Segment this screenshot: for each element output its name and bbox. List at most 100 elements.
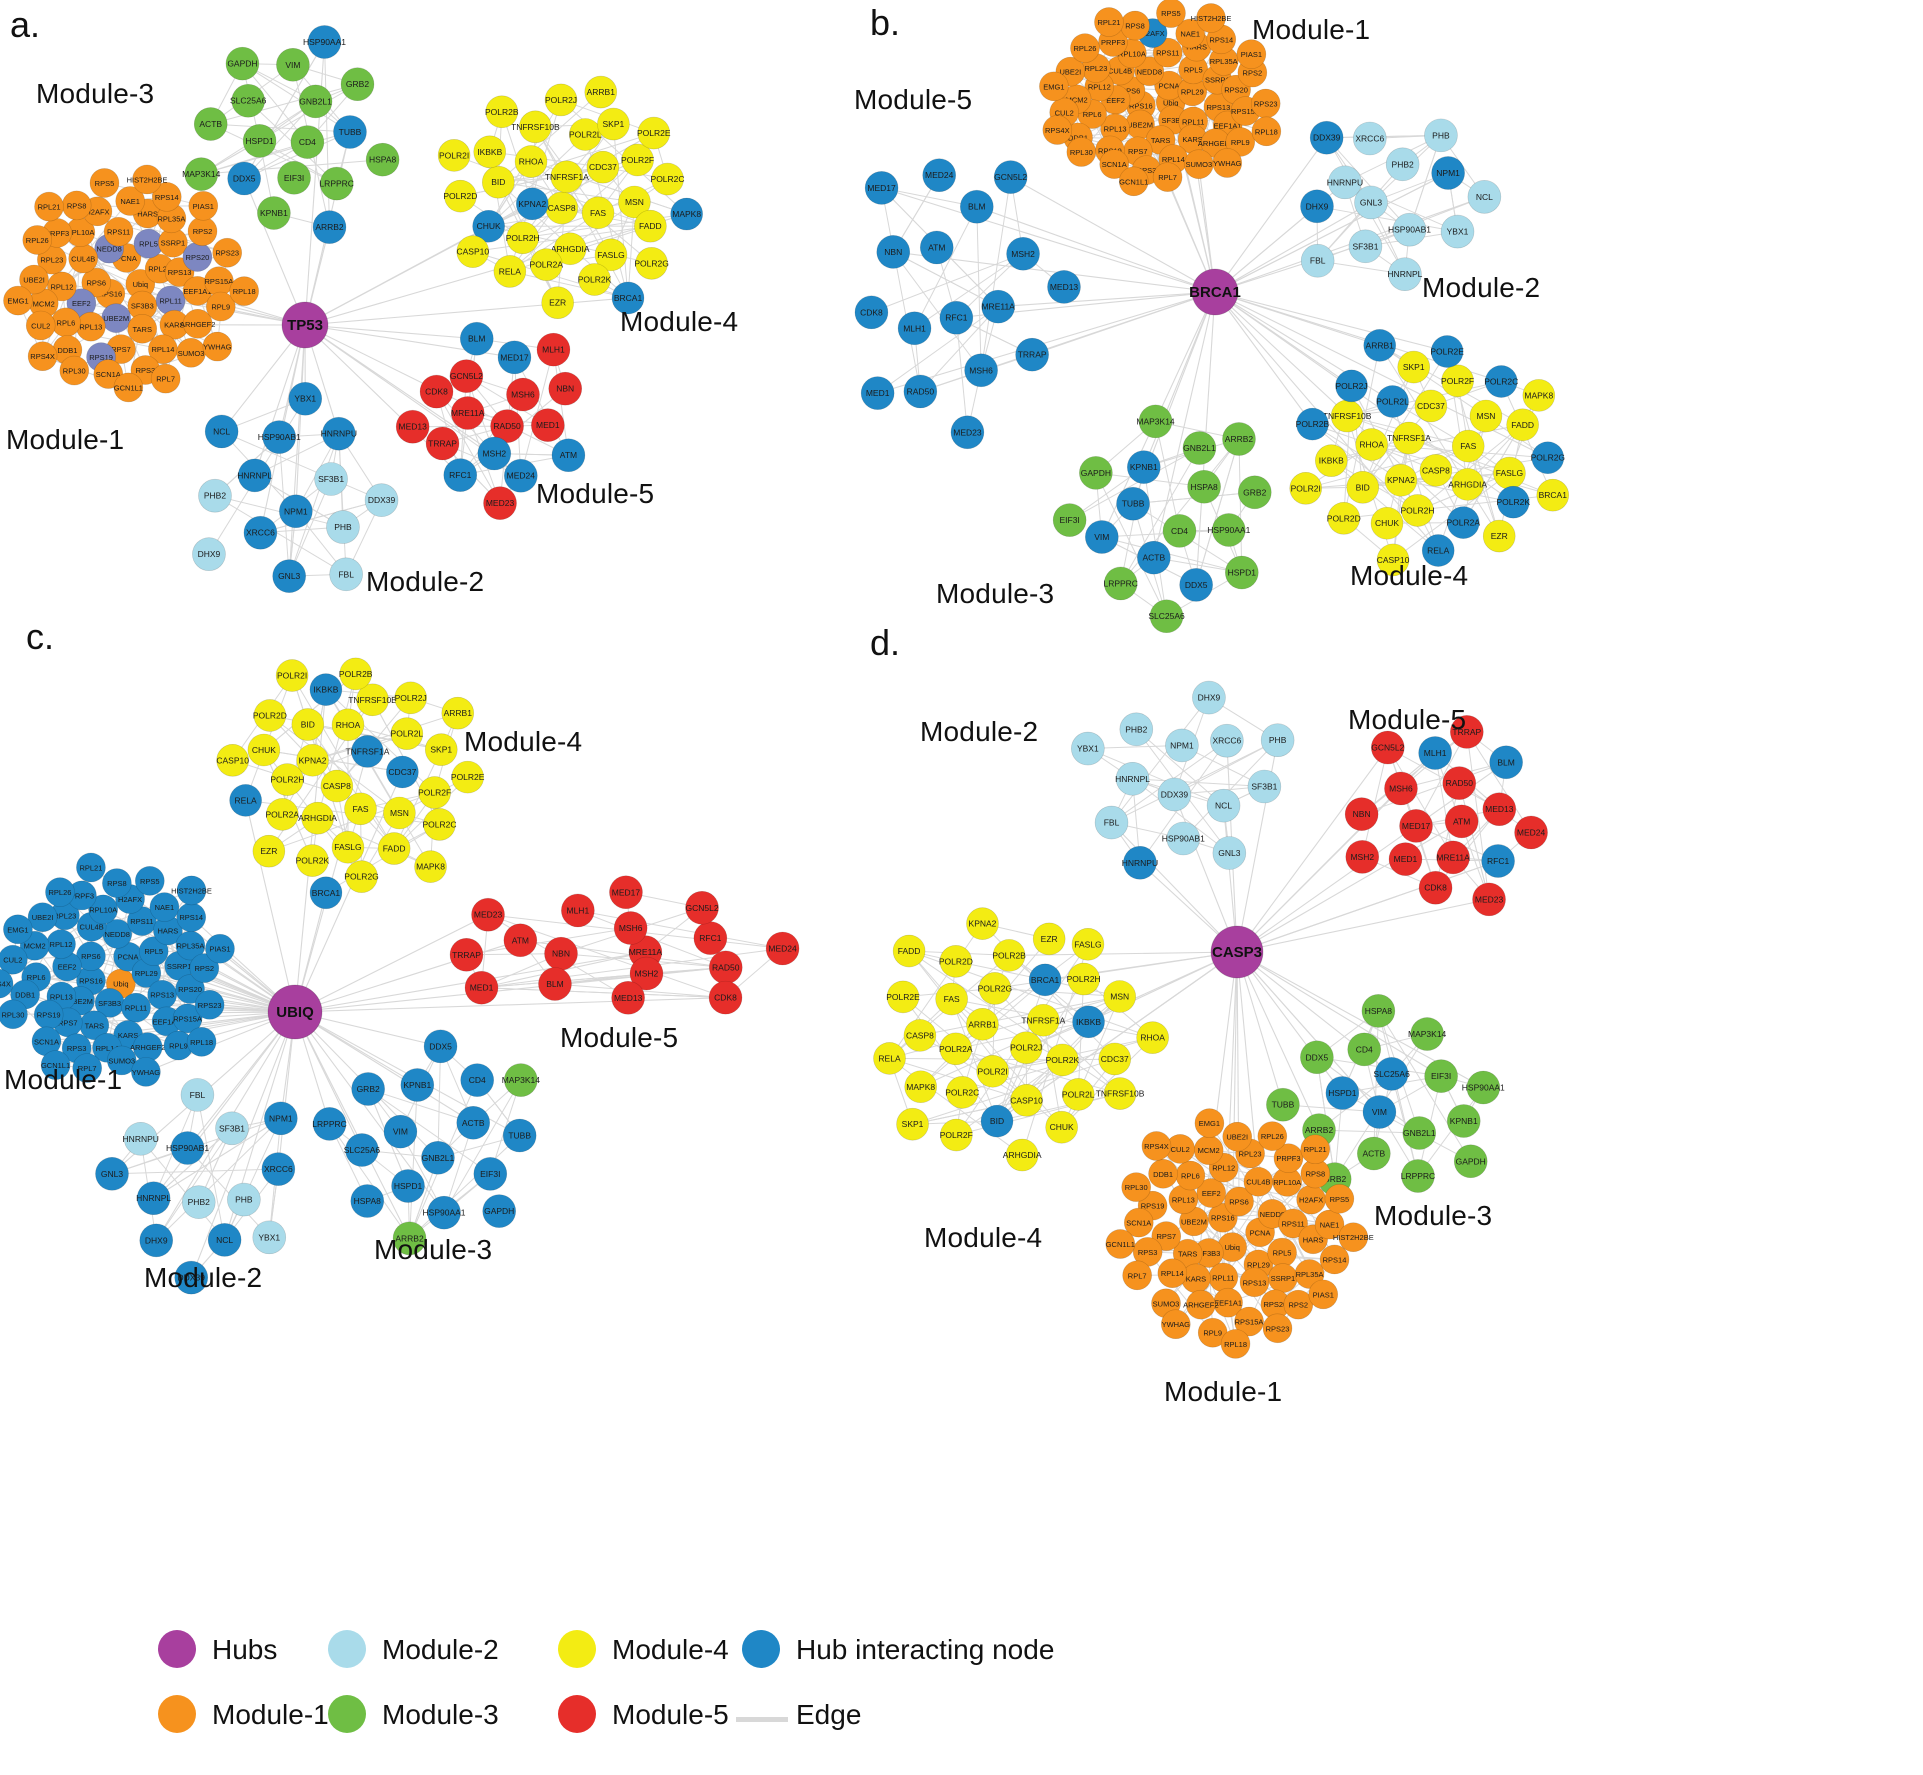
gene-node: [1149, 599, 1184, 634]
gene-node: [103, 216, 134, 247]
edge: [367, 1088, 491, 1175]
hub-edge: [187, 1011, 296, 1149]
gene-node-label: POLR2F: [418, 788, 451, 798]
gene-node: [1484, 365, 1518, 398]
gene-node: [19, 264, 49, 295]
edge: [955, 1048, 1121, 1095]
gene-node-label: NAE1: [120, 197, 140, 206]
legend-edge-swatch: [736, 1717, 788, 1722]
gene-node: [584, 75, 618, 109]
gene-node-label: POLR2I: [1291, 483, 1321, 493]
gene-node: [530, 248, 563, 281]
gene-node: [312, 1107, 347, 1141]
gene-node-label: VIM: [393, 1127, 408, 1137]
gene-node-label: RPL26: [1074, 44, 1097, 53]
gene-node-label: POLR2C: [945, 1087, 979, 1097]
gene-node: [3, 914, 33, 945]
gene-node: [981, 289, 1015, 324]
gene-node-label: SLC25A6: [1148, 611, 1185, 621]
edge: [288, 478, 332, 577]
gene-node-label: MSN: [625, 197, 644, 207]
gene-node: [1105, 1229, 1136, 1259]
edge: [1316, 1056, 1420, 1134]
gene-node-label: KARS: [1182, 135, 1202, 144]
gene-node: [172, 1003, 203, 1034]
gene-node-label: RPS11: [130, 917, 153, 926]
gene-node: [1397, 350, 1431, 384]
edge: [329, 1123, 410, 1239]
gene-node-label: SKP1: [430, 745, 452, 755]
edge: [1435, 808, 1500, 889]
hub-edge: [304, 324, 477, 340]
gene-node-label: RPS3: [136, 366, 156, 375]
gene-node: [1335, 369, 1368, 403]
hub-edge: [877, 291, 1216, 394]
gene-node-label: GCN5L2: [994, 172, 1027, 182]
hub-edge: [1214, 291, 1352, 387]
gene-node: [1061, 1078, 1095, 1111]
gene-node-label: NBN: [556, 384, 574, 394]
gene-node: [503, 923, 538, 958]
gene-node: [264, 1101, 298, 1136]
gene-node: [331, 830, 365, 864]
gene-node-label: GNB2L1: [1403, 1128, 1436, 1138]
gene-node-label: CUL2: [1055, 108, 1074, 117]
edge: [269, 715, 400, 814]
gene-node-label: SF3B3: [1197, 1249, 1220, 1258]
gene-node: [277, 161, 311, 195]
gene-node: [460, 1063, 495, 1097]
module-label-c-5: Module-5: [560, 1022, 679, 1053]
gene-node-label: RPS4X: [0, 980, 11, 989]
gene-node-label: MSH6: [1389, 783, 1413, 793]
gene-node: [456, 235, 490, 268]
gene-node-label: RPS16: [98, 290, 122, 299]
legend-module2-swatch: [328, 1630, 366, 1668]
gene-node: [1362, 1095, 1397, 1129]
gene-node-label: GNL3: [1360, 197, 1382, 207]
gene-node-label: RPL14: [1161, 1269, 1184, 1278]
gene-node: [519, 110, 552, 144]
gene-node: [1496, 485, 1530, 519]
gene-node: [1070, 33, 1100, 63]
gene-node-label: MRE11A: [629, 947, 663, 957]
gene-node: [1079, 456, 1113, 490]
gene-node-label: MAPK8: [672, 209, 701, 219]
gene-node-label: BID: [1356, 482, 1370, 492]
gene-node-label: FBL: [338, 569, 354, 579]
module-label-a-5: Module-5: [536, 478, 655, 509]
gene-node-label: MRE11A: [981, 302, 1015, 312]
gene-node-label: EEF2: [1202, 1189, 1221, 1198]
gene-node-label: MSN: [1476, 411, 1495, 421]
gene-node-label: RPS4X: [30, 352, 55, 361]
gene-node-label: SF3B3: [1162, 116, 1185, 125]
gene-node-label: KARS: [118, 1031, 138, 1040]
gene-node: [1260, 723, 1295, 758]
gene-node-label: POLR2E: [886, 992, 920, 1002]
edge: [1101, 536, 1242, 574]
gene-node-label: CDK8: [1424, 883, 1447, 893]
gene-node-label: UBE2M: [67, 997, 93, 1006]
gene-node-label: YWHAG: [1213, 159, 1242, 168]
legend-hubs-label: Hubs: [212, 1634, 278, 1665]
gene-node: [939, 1032, 973, 1066]
gene-node: [1206, 788, 1241, 823]
edge: [1458, 782, 1490, 900]
gene-node-label: ARRB2: [1305, 1125, 1334, 1135]
hub-edge: [1236, 747, 1389, 953]
gene-node-label: SLC25A6: [230, 96, 267, 106]
gene-node-label: RPS3: [1137, 166, 1157, 175]
gene-node-label: CDC37: [1417, 401, 1445, 411]
gene-node: [1032, 922, 1066, 956]
gene-node-label: RPL35A: [1210, 57, 1238, 66]
hub-edge: [1236, 951, 1442, 1077]
edge: [1379, 345, 1500, 537]
gene-node-label: RAD50: [493, 421, 521, 431]
gene-node-label: HIST2H2BE: [1191, 14, 1232, 23]
gene-node-label: CUL4B: [71, 255, 95, 264]
gene-node-label: RPL10A: [1118, 49, 1146, 58]
gene-node: [449, 359, 484, 393]
gene-node-label: NPM1: [269, 1113, 293, 1123]
gene-node-label: HNRNPL: [136, 1193, 171, 1203]
hub-edge: [998, 291, 1216, 308]
gene-node: [1138, 404, 1173, 439]
